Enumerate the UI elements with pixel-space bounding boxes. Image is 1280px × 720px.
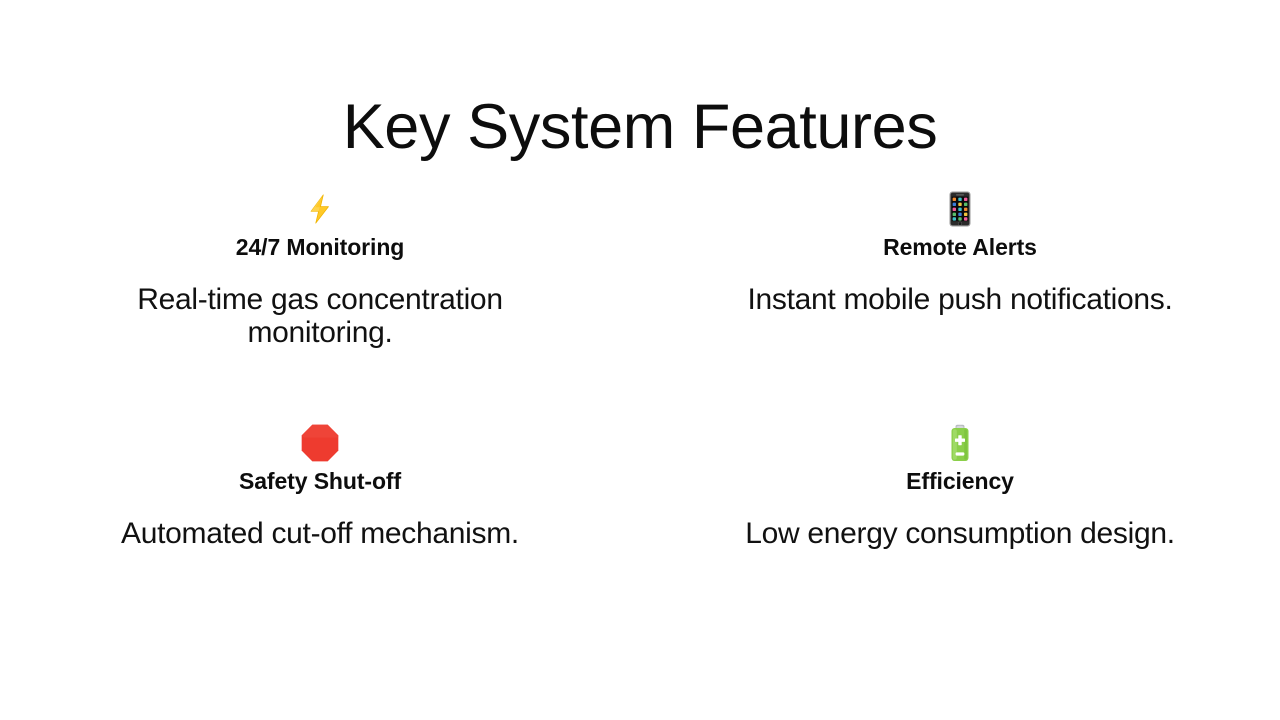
feature-description: Low energy consumption design.: [745, 516, 1175, 550]
feature-card-efficiency: Efficiency Low energy consumption design…: [640, 424, 1280, 658]
mobile-phone-icon: [949, 190, 971, 228]
feature-title: Safety Shut-off: [238, 468, 402, 494]
feature-card-safety-shutoff: Safety Shut-off Automated cut-off mechan…: [0, 424, 640, 658]
feature-grid: 24/7 Monitoring Real-time gas concentrat…: [0, 190, 1280, 658]
feature-description: Real-time gas concentration monitoring.: [137, 282, 503, 350]
feature-title: Remote Alerts: [883, 234, 1037, 260]
feature-description: Instant mobile push notifications.: [747, 282, 1173, 316]
feature-card-remote-alerts: Remote Alerts Instant mobile push notifi…: [640, 190, 1280, 424]
page-title: Key System Features: [342, 92, 938, 163]
feature-description: Automated cut-off mechanism.: [121, 516, 519, 550]
battery-icon: [949, 424, 971, 462]
feature-card-monitoring: 24/7 Monitoring Real-time gas concentrat…: [0, 190, 640, 424]
feature-title: Efficiency: [906, 468, 1014, 494]
lightning-bolt-icon: [303, 190, 337, 228]
feature-title: 24/7 Monitoring: [235, 234, 405, 260]
stop-sign-icon: [300, 424, 340, 462]
